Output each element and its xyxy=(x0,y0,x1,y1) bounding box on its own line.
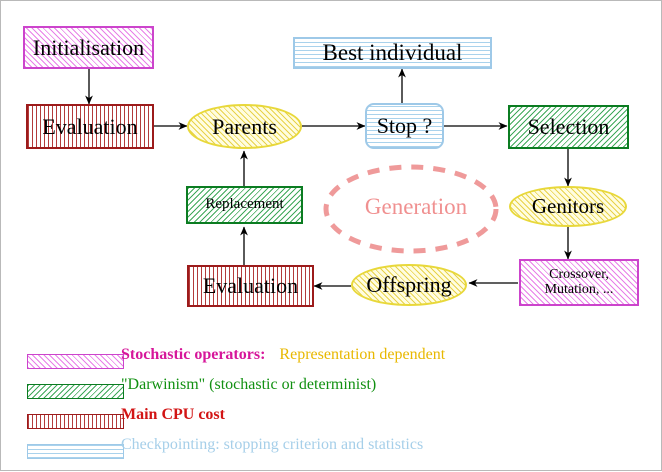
node-evaluation-top[interactable]: Evaluation xyxy=(26,104,154,149)
legend-swatch-magenta xyxy=(27,354,124,369)
node-stop[interactable]: Stop ? xyxy=(365,103,444,149)
node-selection-label: Selection xyxy=(527,114,610,140)
legend-swatch-red xyxy=(27,414,124,429)
legend-swatch-green xyxy=(27,384,124,399)
node-best-individual[interactable]: Best individual xyxy=(293,37,492,69)
node-initialisation[interactable]: Initialisation xyxy=(23,26,154,69)
generation-ellipse-layer xyxy=(323,164,499,254)
node-replacement-label: Replacement xyxy=(205,196,284,213)
node-replacement[interactable]: Replacement xyxy=(186,186,303,224)
node-genitors[interactable]: Genitors xyxy=(509,186,627,227)
node-parents[interactable]: Parents xyxy=(187,104,302,149)
node-crossover-mutation[interactable]: Crossover, Mutation, ... xyxy=(519,259,639,306)
legend-text-darwinism: "Darwinism" (stochastic or determinist) xyxy=(121,376,377,393)
legend-row-darwinism: "Darwinism" (stochastic or determinist) xyxy=(1,376,662,403)
legend-text-stochastic-secondary: Representation dependent xyxy=(279,346,446,363)
node-genitors-label: Genitors xyxy=(531,194,605,219)
legend-swatch-blue xyxy=(27,444,124,459)
node-crossover-mutation-line1: Crossover, xyxy=(549,266,609,282)
node-best-individual-label: Best individual xyxy=(322,39,463,65)
legend-row-stochastic: Stochastic operators: Representation dep… xyxy=(1,346,662,373)
node-generation: Generation xyxy=(331,187,501,227)
node-initialisation-label: Initialisation xyxy=(32,34,145,60)
node-selection[interactable]: Selection xyxy=(508,105,629,149)
node-evaluation-bottom[interactable]: Evaluation xyxy=(187,265,314,307)
node-stop-label: Stop ? xyxy=(376,113,433,139)
legend-text-stochastic: Stochastic operators: Representation dep… xyxy=(121,346,445,364)
legend-text-checkpointing: Checkpointing: stopping criterion and st… xyxy=(121,436,424,453)
node-generation-label: Generation xyxy=(364,193,468,219)
legend: Stochastic operators: Representation dep… xyxy=(1,341,662,459)
node-evaluation-top-label: Evaluation xyxy=(42,113,138,139)
node-crossover-mutation-line2: Mutation, ... xyxy=(544,281,614,297)
node-evaluation-bottom-label: Evaluation xyxy=(202,273,299,299)
legend-text-stochastic-main: Stochastic operators: xyxy=(121,346,266,363)
generation-ellipse xyxy=(323,164,499,254)
legend-text-cpu: Main CPU cost xyxy=(121,406,225,423)
node-parents-label: Parents xyxy=(212,113,277,139)
node-offspring[interactable]: Offspring xyxy=(351,264,467,306)
node-offspring-label: Offspring xyxy=(366,272,452,298)
legend-row-checkpointing: Checkpointing: stopping criterion and st… xyxy=(1,436,662,463)
legend-row-cpu: Main CPU cost xyxy=(1,406,662,433)
